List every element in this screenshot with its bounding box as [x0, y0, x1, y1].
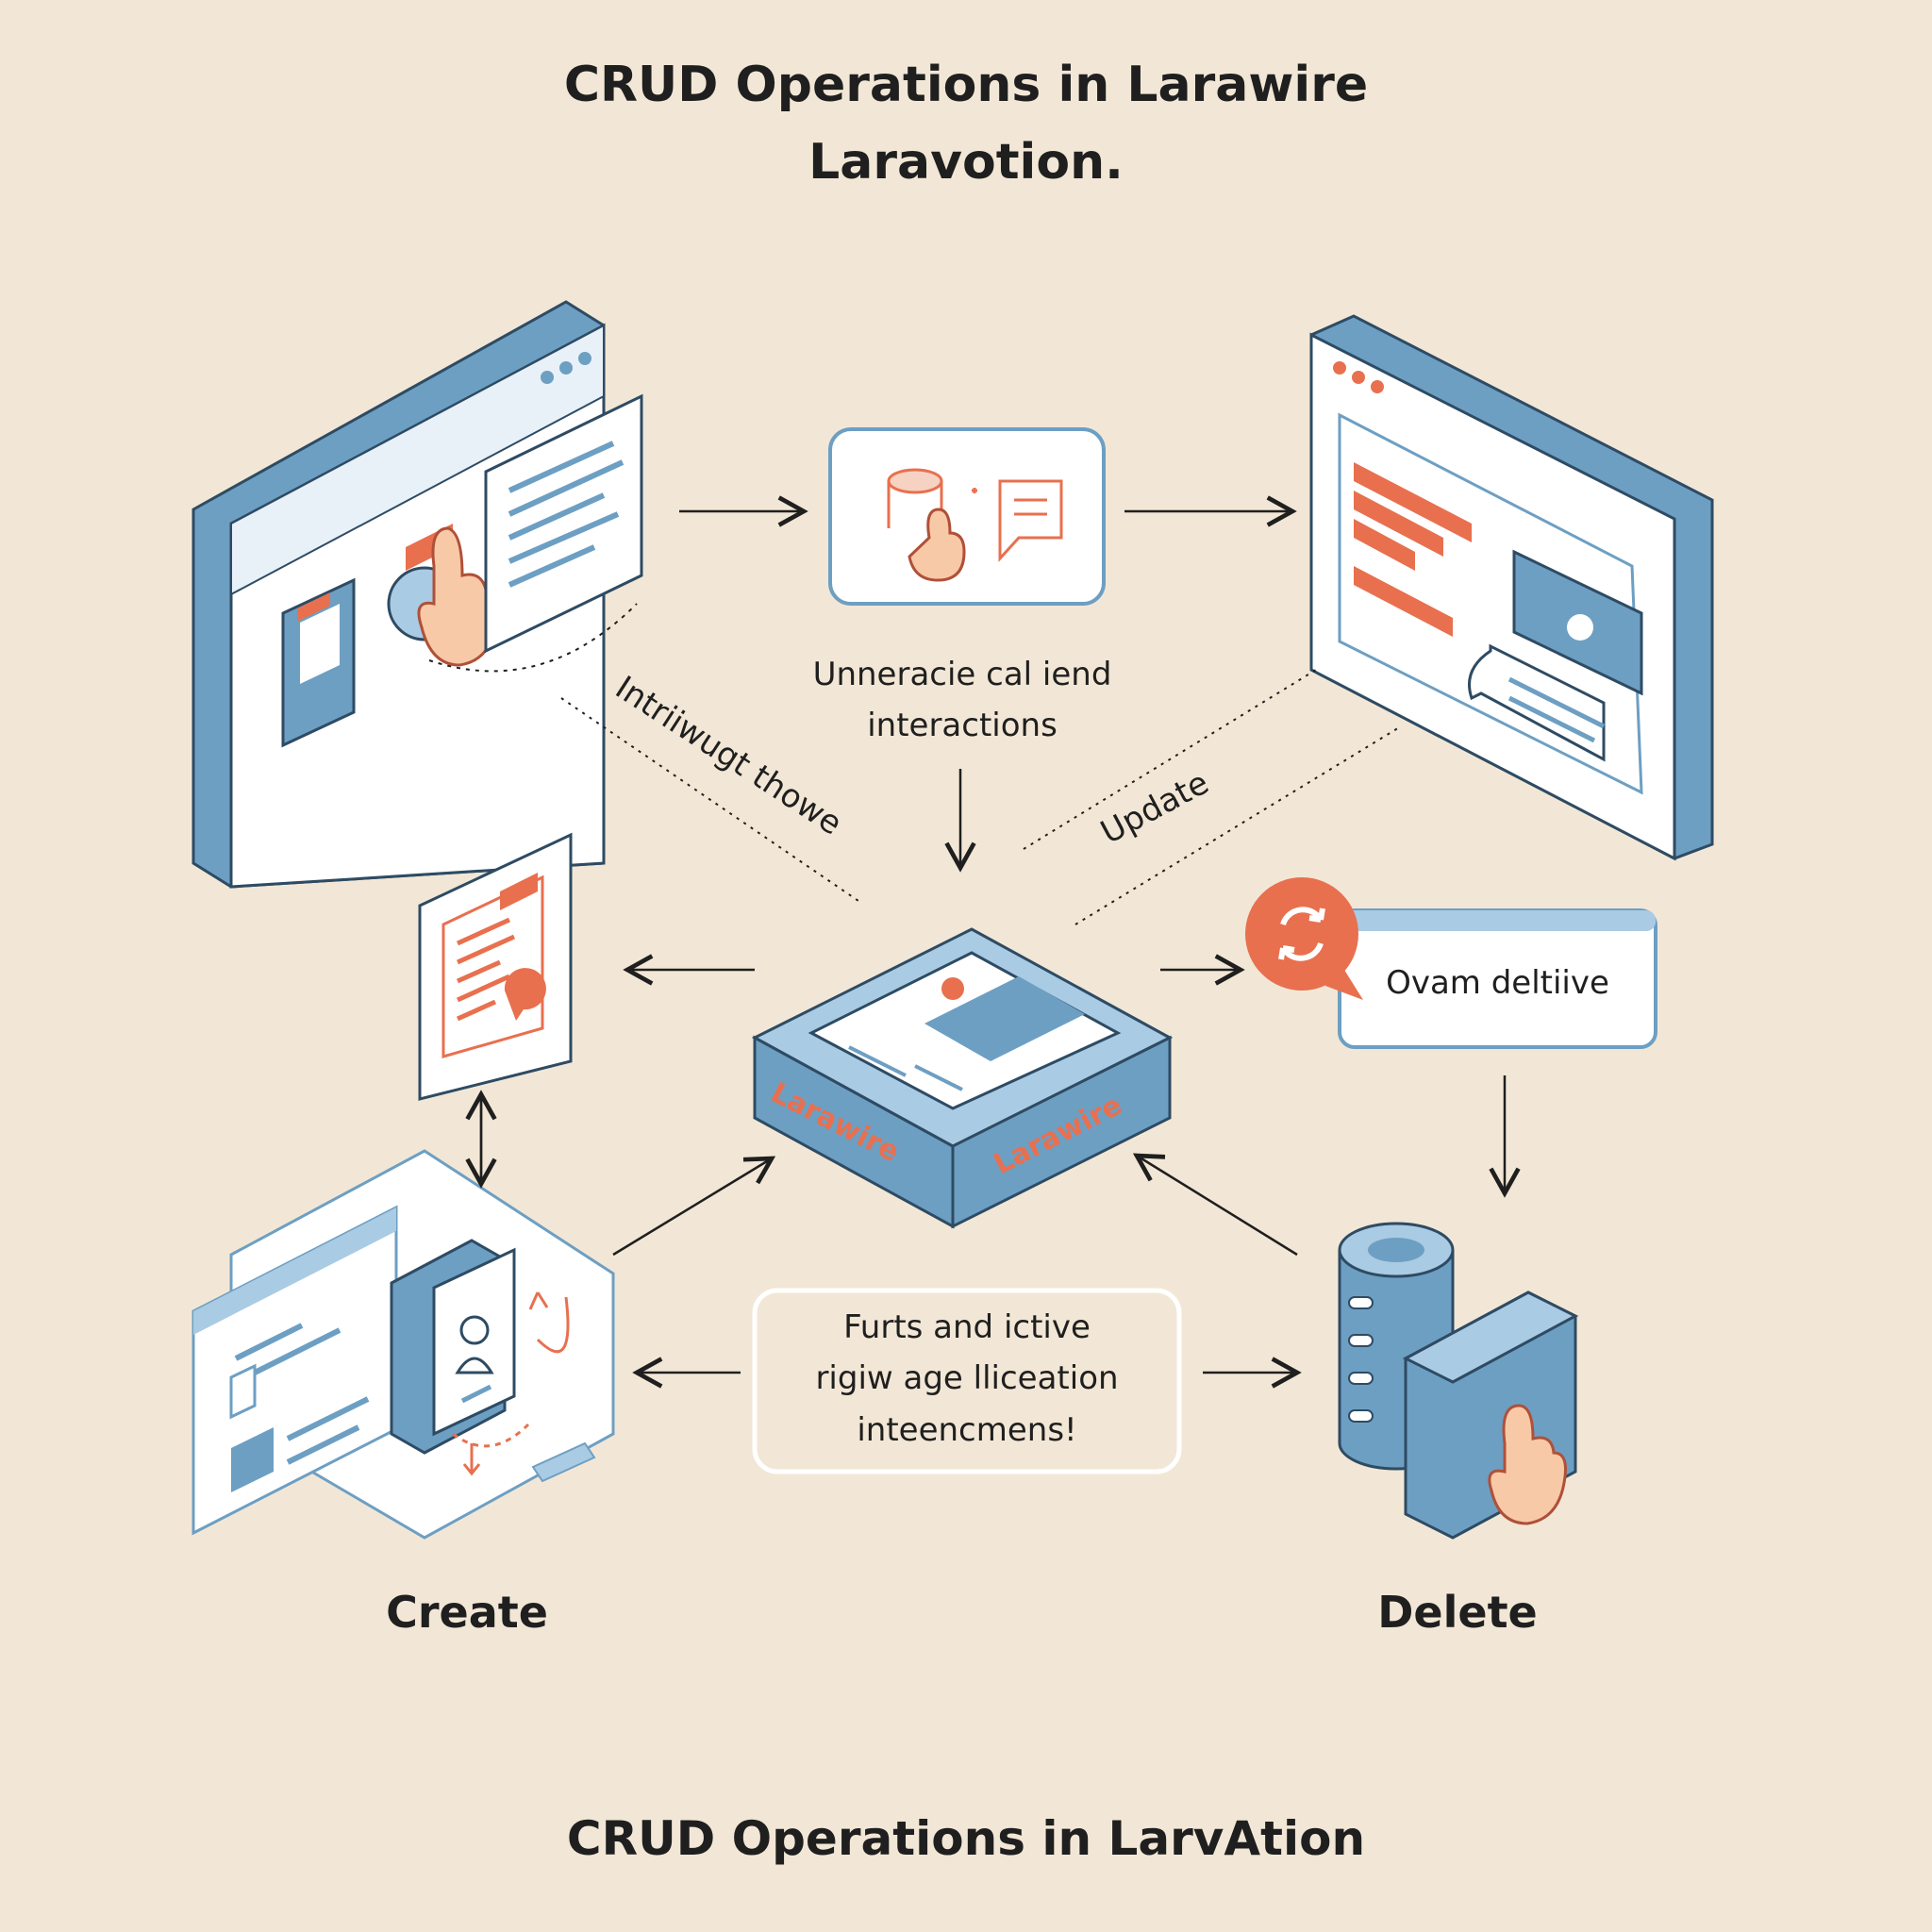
delete-database-illustration	[1338, 1222, 1579, 1540]
delete-box-text: Ovam deltiive	[1386, 964, 1609, 1002]
larawire-hub	[751, 927, 1174, 1229]
bottom-caption-line3: inteencmens!	[857, 1410, 1077, 1449]
bottom-caption-line2: rigiw age lliceation	[815, 1359, 1119, 1398]
bottom-caption-line1: Furts and ictive	[843, 1308, 1091, 1346]
top-left-browser-window	[192, 300, 643, 889]
diagram-title: CRUD Operations in Larawire	[563, 57, 1369, 113]
bottom-center-caption: Furts and ictive rigiw age lliceation in…	[755, 1302, 1179, 1456]
connector-arrows	[465, 495, 1521, 1389]
diagram-subtitle: Laravotion.	[808, 134, 1124, 191]
center-top-caption-line2: interactions	[867, 707, 1058, 745]
create-illustration	[192, 1149, 615, 1540]
top-right-browser-window	[1309, 314, 1714, 861]
delete-message-box	[1245, 877, 1657, 1049]
create-label: Create	[386, 1587, 548, 1638]
top-center-interaction-box	[828, 427, 1106, 606]
center-top-caption: Unneracie cal iend interactions	[755, 649, 1170, 752]
footer-title: CRUD Operations in LarvAtion	[566, 1811, 1366, 1866]
delete-label: Delete	[1377, 1587, 1538, 1638]
update-label: Update	[1094, 764, 1215, 852]
left-document-card	[418, 832, 573, 1101]
center-top-caption-line1: Unneracie cal iend	[812, 656, 1112, 693]
bottom-center-info-box	[752, 1288, 1182, 1474]
